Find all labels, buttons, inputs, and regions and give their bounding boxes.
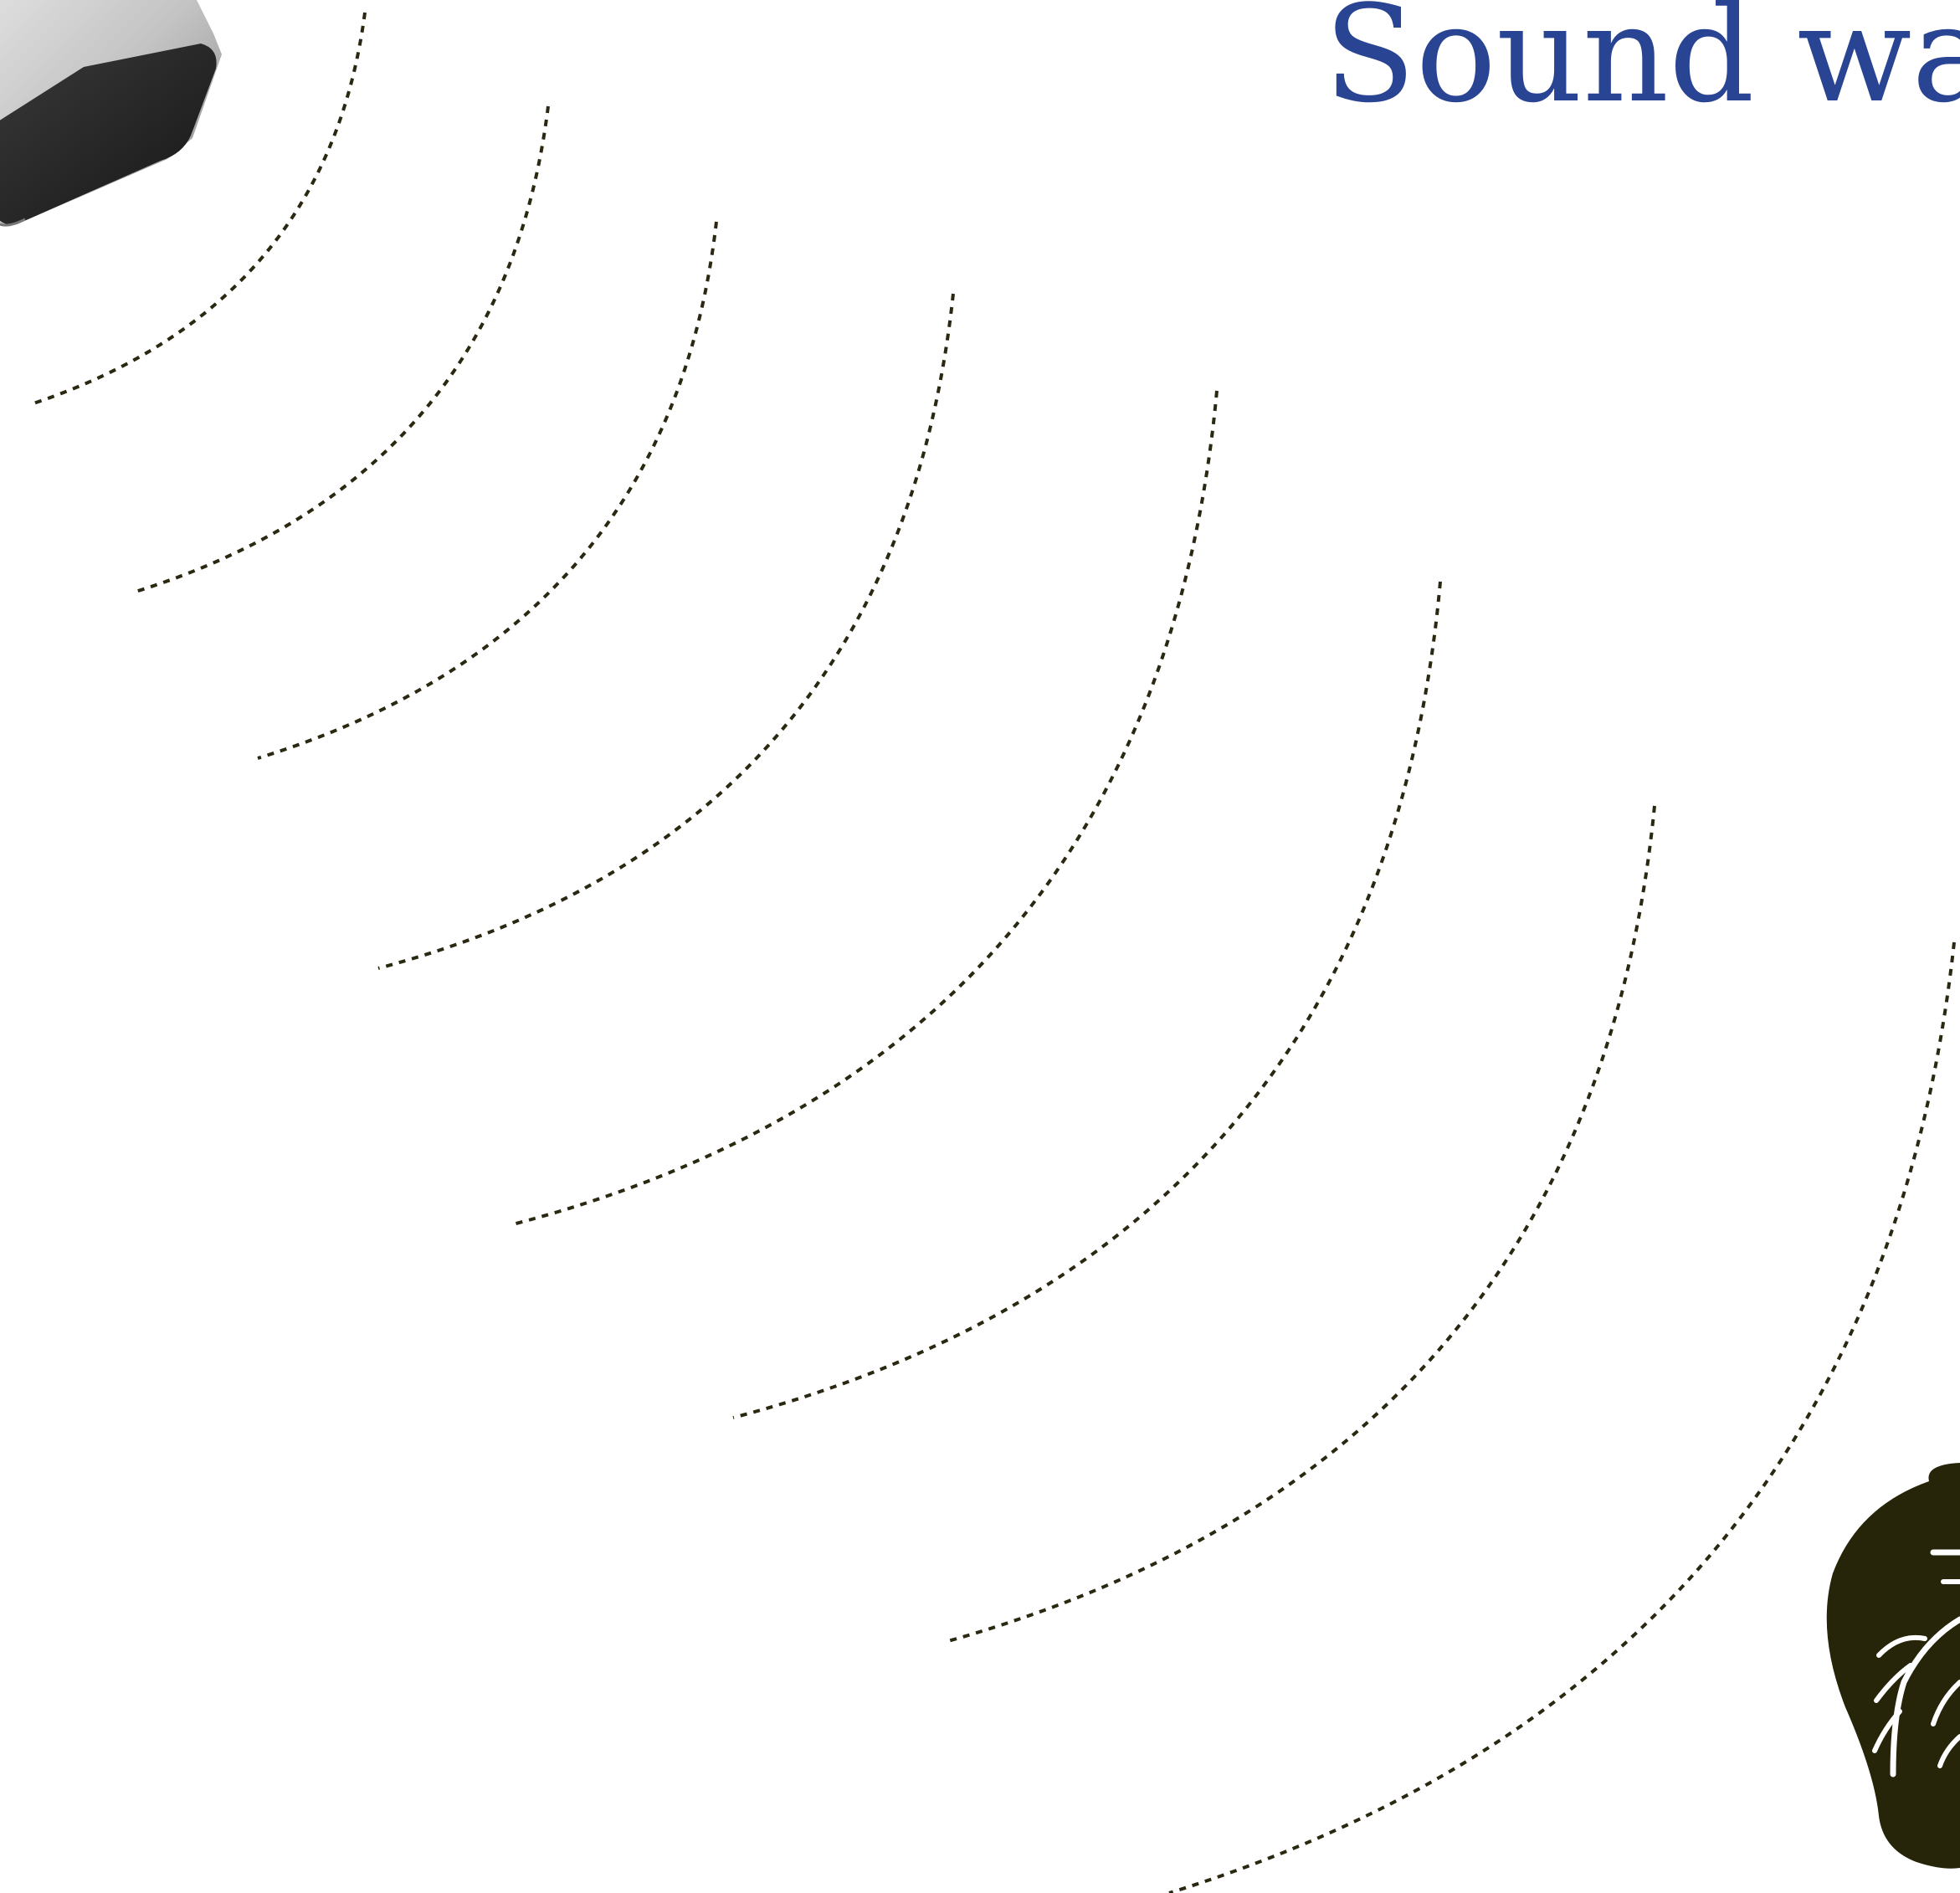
sound-wave-arc xyxy=(1169,942,1954,1893)
sound-wave-arc xyxy=(378,294,953,968)
sound-wave-arc xyxy=(948,806,1655,1641)
sound-wave-arc xyxy=(510,391,1217,1225)
sound-wave-arcs xyxy=(33,13,1954,1893)
speaker-icon xyxy=(0,0,222,225)
sound-wave-arc xyxy=(258,222,716,758)
sound-wave-arc xyxy=(733,582,1440,1418)
ear-icon xyxy=(1827,1463,1960,1869)
title: Sound way xyxy=(1324,0,1960,132)
sound-wave-arc xyxy=(136,106,548,592)
